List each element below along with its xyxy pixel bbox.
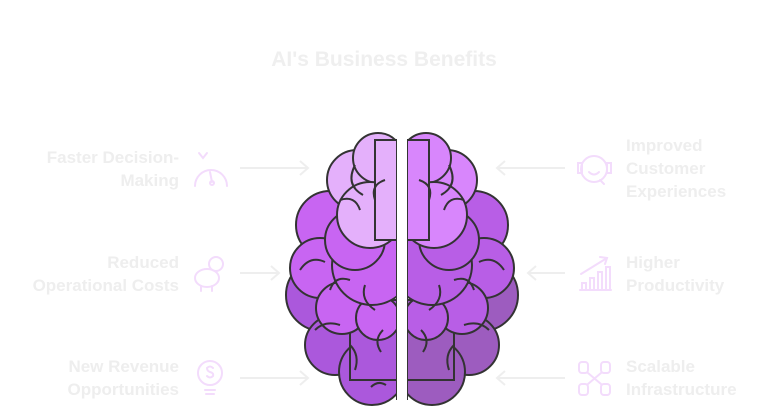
brain-folds: [299, 164, 387, 388]
arrows: [240, 160, 565, 386]
label-line: Infrastructure: [626, 380, 737, 399]
label-faster-decision-making: Faster Decision- Making: [47, 146, 179, 192]
arrow-right: [240, 265, 281, 281]
arrow-right: [240, 370, 310, 386]
label-line: Higher: [626, 253, 680, 272]
customer-support-icon: [577, 155, 612, 185]
speedometer-icon: [194, 152, 228, 187]
label-line: Reduced: [107, 253, 179, 272]
growth-chart-icon: [579, 256, 612, 291]
database-network-icon: [578, 361, 611, 396]
label-line: New Revenue: [68, 357, 179, 376]
brain-folds: [418, 164, 505, 371]
piggy-bank-icon: [194, 256, 224, 292]
arrow-left: [495, 370, 565, 386]
arrow-left: [495, 160, 565, 176]
brain-lobe-top: [407, 132, 478, 249]
lightbulb-dollar-icon: [197, 360, 223, 395]
arrow-left: [526, 265, 565, 281]
brain-right-hemisphere: [407, 132, 519, 406]
label-line: Productivity: [626, 276, 725, 295]
label-line: Improved: [626, 136, 703, 155]
label-line: Experiences: [626, 182, 727, 201]
label-line: Making: [120, 171, 179, 190]
label-line: Opportunities: [67, 380, 179, 399]
brain-lobe-top: [326, 132, 397, 249]
arrow-right: [240, 160, 310, 176]
diagram-title: AI's Business Benefits: [271, 48, 497, 71]
label-line: Scalable: [626, 357, 695, 376]
brain-left-hemisphere: [285, 132, 397, 406]
label-line: Faster Decision-: [46, 148, 179, 167]
label-line: Operational Costs: [32, 276, 179, 295]
label-line: Customer: [626, 159, 706, 178]
